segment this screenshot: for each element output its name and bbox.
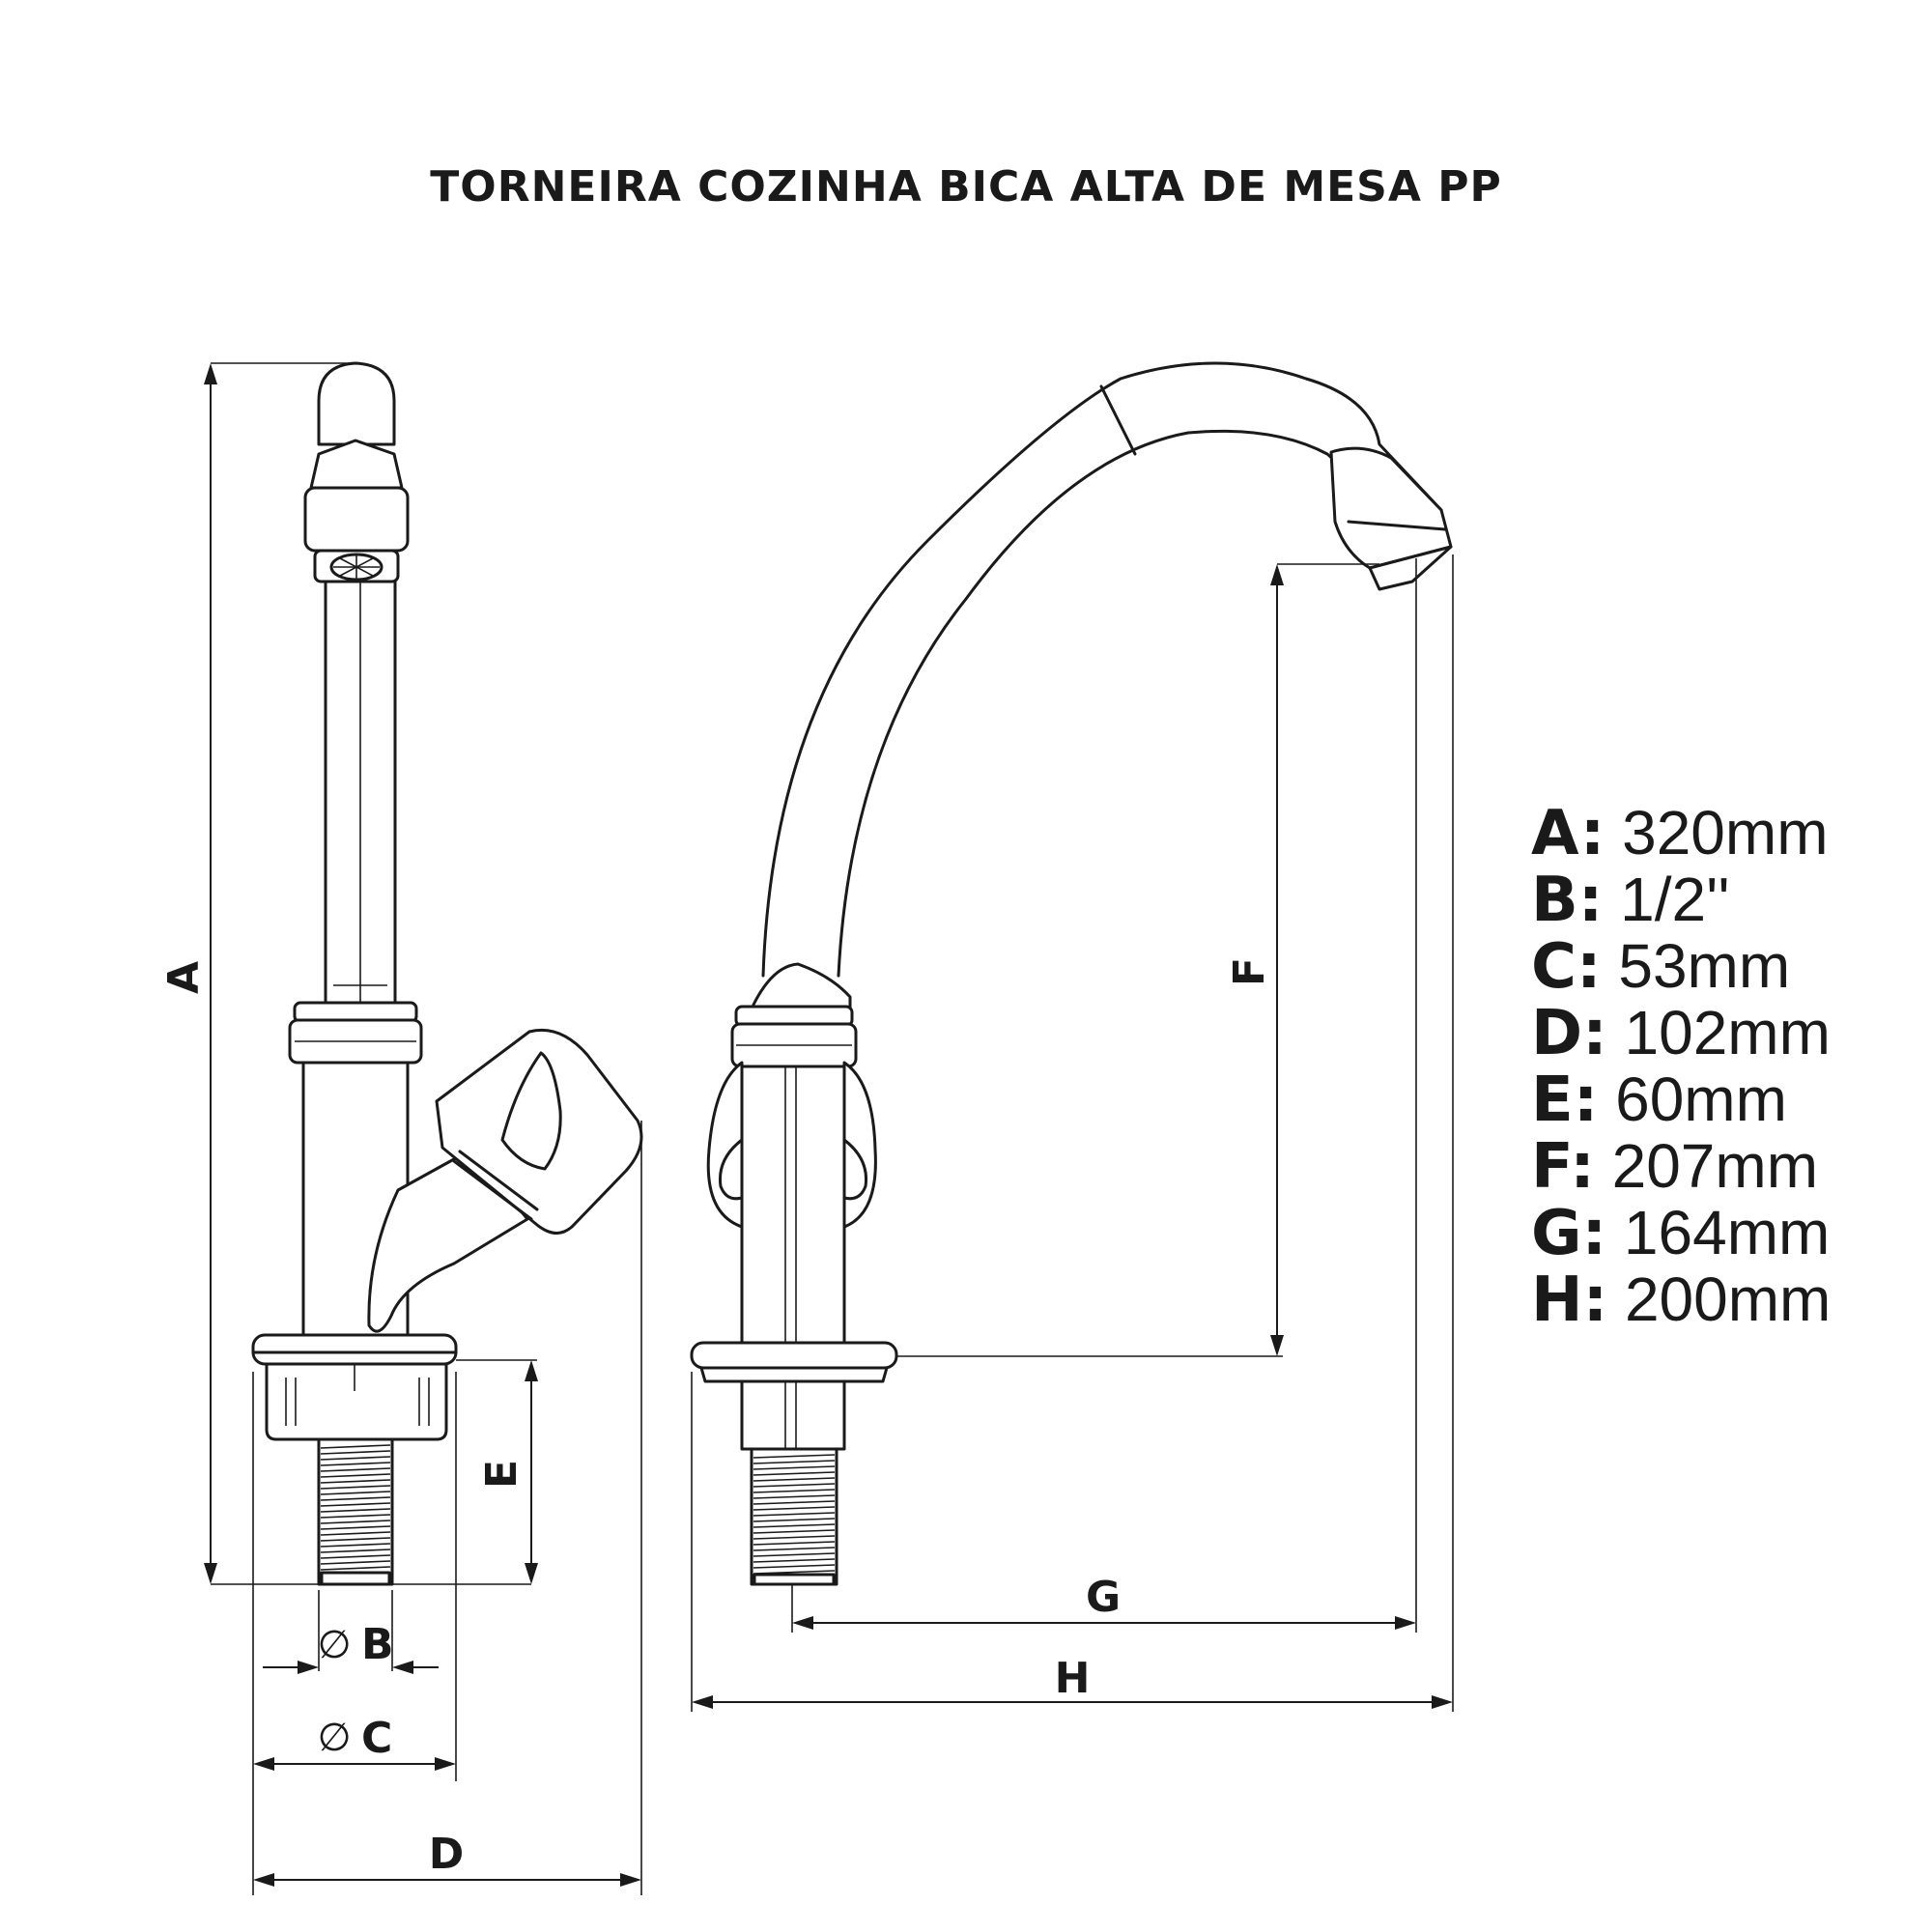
thread-line: [320, 1444, 391, 1449]
thread-line: [320, 1508, 391, 1513]
thread-line: [753, 1454, 836, 1459]
thread-line: [320, 1496, 391, 1501]
diameter-symbol-b: ∅: [318, 1623, 352, 1667]
thread-line: [753, 1465, 836, 1470]
thread-line: [320, 1525, 391, 1530]
thread-line: [320, 1473, 391, 1478]
spec-e: E: 60mm: [1531, 1065, 1787, 1136]
thread-line: [753, 1506, 836, 1511]
spec-h: H: 200mm: [1531, 1264, 1832, 1336]
thread-line: [753, 1494, 836, 1499]
thread-line: [753, 1489, 836, 1493]
dim-label-f: F: [1225, 957, 1274, 986]
spec-b: B: 1/2'': [1531, 865, 1730, 936]
thread-line: [320, 1548, 391, 1553]
thread-lines: [753, 1454, 836, 1575]
diagram-title: TORNEIRA COZINHA BICA ALTA DE MESA PP: [430, 162, 1502, 212]
specifications-list: A: 320mm B: 1/2'' C: 53mm D: 102mm E: 60…: [1531, 798, 1832, 1336]
spec-f: F: 207mm: [1531, 1131, 1818, 1203]
thread-line: [753, 1529, 836, 1534]
thread-line: [753, 1477, 836, 1482]
thread-line: [753, 1558, 836, 1563]
thread-line: [320, 1467, 391, 1472]
dim-label-g: G: [1086, 1573, 1121, 1622]
thread-line: [753, 1500, 836, 1505]
thread-line: [320, 1566, 391, 1571]
faucet-front-view: [251, 361, 643, 1586]
faucet-side-view: [690, 361, 1453, 1586]
thread-line: [320, 1537, 391, 1542]
thread-line: [753, 1547, 836, 1551]
thread-line: [320, 1456, 391, 1461]
spec-d: D: 102mm: [1531, 998, 1831, 1069]
thread-line: [753, 1518, 836, 1522]
thread-line: [320, 1479, 391, 1484]
dim-label-a: A: [159, 961, 209, 994]
thread-line: [320, 1450, 391, 1455]
thread-line: [753, 1541, 836, 1546]
thread-line: [753, 1552, 836, 1557]
dim-label-c: C: [361, 1714, 392, 1763]
thread-line: [320, 1485, 391, 1490]
thread-line: [753, 1535, 836, 1540]
thread-line: [753, 1460, 836, 1464]
thread-line: [320, 1514, 391, 1519]
thread-line: [320, 1462, 391, 1466]
thread-line: [753, 1471, 836, 1476]
thread-line: [320, 1531, 391, 1536]
thread-line: [753, 1483, 836, 1488]
thread-line: [320, 1502, 391, 1507]
thread-line: [753, 1523, 836, 1528]
dim-label-e: E: [477, 1460, 526, 1489]
spec-a: A: 320mm: [1531, 798, 1829, 869]
thread-line: [753, 1564, 836, 1569]
dim-label-h: H: [1055, 1654, 1091, 1703]
thread-line: [753, 1512, 836, 1517]
diameter-symbol-c: ∅: [318, 1716, 352, 1760]
dim-label-b: B: [361, 1620, 394, 1669]
thread-lines: [320, 1444, 391, 1571]
dimension-lines: [204, 362, 1454, 1895]
spec-c: C: 53mm: [1531, 931, 1791, 1003]
thread-line: [320, 1543, 391, 1548]
thread-line: [320, 1491, 391, 1495]
thread-line: [320, 1520, 391, 1524]
dim-label-d: D: [429, 1830, 465, 1879]
spec-g: G: 164mm: [1531, 1198, 1831, 1269]
thread-line: [320, 1554, 391, 1559]
thread-line: [320, 1560, 391, 1565]
